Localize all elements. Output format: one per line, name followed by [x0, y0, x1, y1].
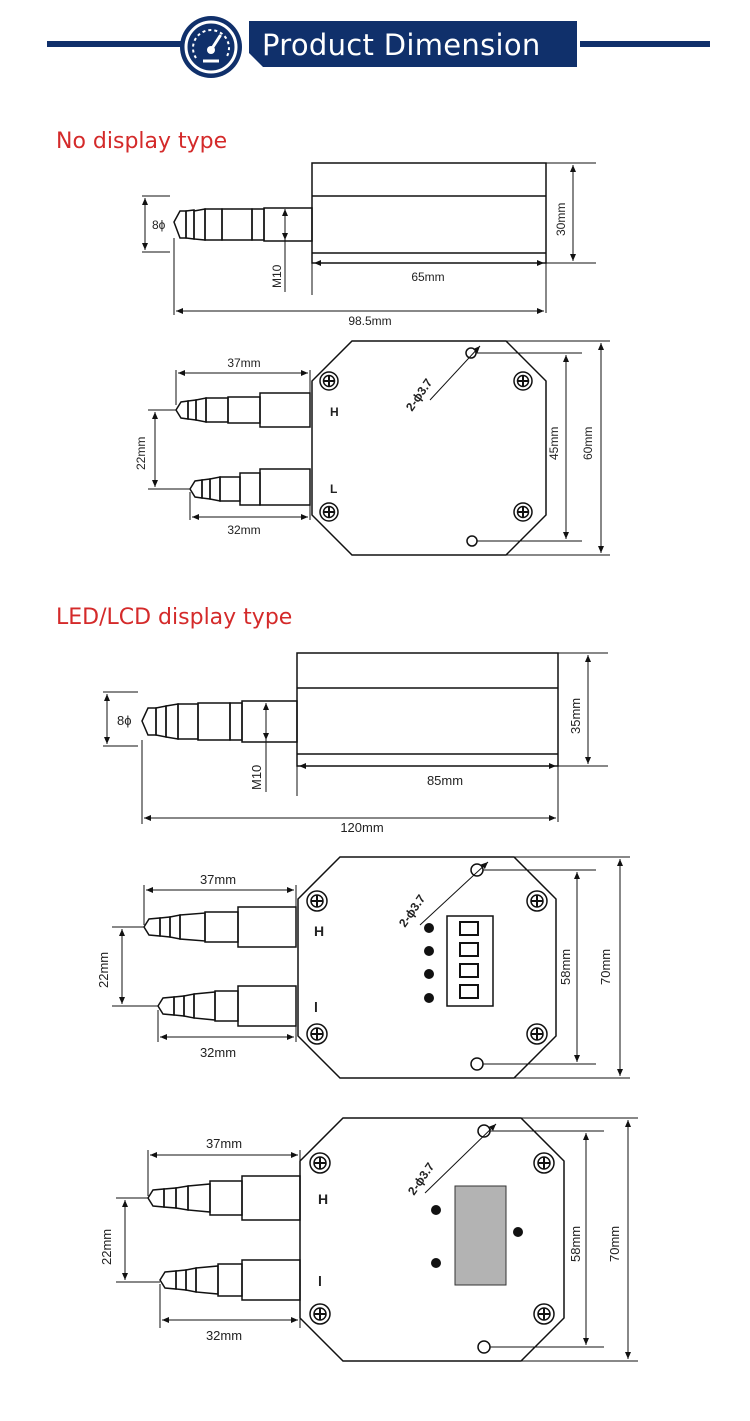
dim-thread-2: M10 [249, 765, 264, 790]
lcd-indicator-dots [431, 1205, 523, 1268]
dim-outer-height: 60mm [581, 427, 595, 460]
dim-hole-2: 2-ϕ3.7 [396, 892, 429, 930]
port-label-h-2: H [314, 923, 324, 939]
diagram-top-view-lcd [116, 1117, 638, 1362]
dim-inner-height-3: 58mm [568, 1226, 583, 1262]
port-label-h: H [330, 405, 339, 419]
dim-length-h: 37mm [227, 356, 260, 370]
dim-length-l: 32mm [227, 523, 260, 537]
page-title: Product Dimension [262, 28, 541, 62]
dim-outer-height-2: 70mm [598, 949, 613, 985]
dim-port-spacing-2: 22mm [96, 952, 111, 988]
dim-body-length: 65mm [411, 270, 444, 284]
diagram-side-view-no-display [142, 162, 596, 315]
section-title-display: LED/LCD display type [56, 605, 293, 630]
dim-inner-height: 45mm [547, 427, 561, 460]
page-header: Product Dimension [0, 0, 750, 90]
port-label-l: L [330, 482, 337, 496]
diagram-top-view-no-display [148, 340, 610, 556]
dim-fitting-diameter-2: 8ϕ [117, 713, 132, 728]
header-rule-left [47, 41, 187, 47]
dim-fitting-diameter: 8ϕ [152, 218, 166, 232]
diagram-top-view-led [112, 856, 630, 1079]
dim-outer-height-3: 70mm [607, 1226, 622, 1262]
dim-length-h-2: 37mm [200, 872, 236, 887]
dim-total-length-2: 120mm [340, 820, 383, 835]
dim-thread: M10 [270, 264, 284, 288]
lcd-screen [454, 1185, 507, 1286]
port-label-l-3: l [318, 1273, 322, 1289]
dim-length-l-2: 32mm [200, 1045, 236, 1060]
dim-hole: 2-ϕ3.7 [403, 376, 436, 414]
dim-body-length-2: 85mm [427, 773, 463, 788]
dim-height-2: 35mm [568, 698, 583, 734]
dim-hole-3: 2-ϕ3.7 [405, 1160, 438, 1198]
dim-inner-height-2: 58mm [558, 949, 573, 985]
dim-port-spacing: 22mm [134, 437, 148, 470]
dim-length-h-3: 37mm [206, 1136, 242, 1151]
dim-length-l-3: 32mm [206, 1328, 242, 1343]
led-indicator-dots [424, 923, 434, 1003]
dim-height: 30mm [554, 203, 568, 236]
port-label-h-3: H [318, 1191, 328, 1207]
gauge-icon [180, 16, 242, 78]
section-title-no-display: No display type [56, 129, 228, 154]
dim-total-length: 98.5mm [348, 314, 391, 328]
diagram-side-view-display [103, 652, 608, 824]
dim-port-spacing-3: 22mm [99, 1229, 114, 1265]
header-badge [249, 21, 577, 67]
port-label-l-2: l [314, 999, 318, 1015]
header-rule-right [580, 41, 710, 47]
